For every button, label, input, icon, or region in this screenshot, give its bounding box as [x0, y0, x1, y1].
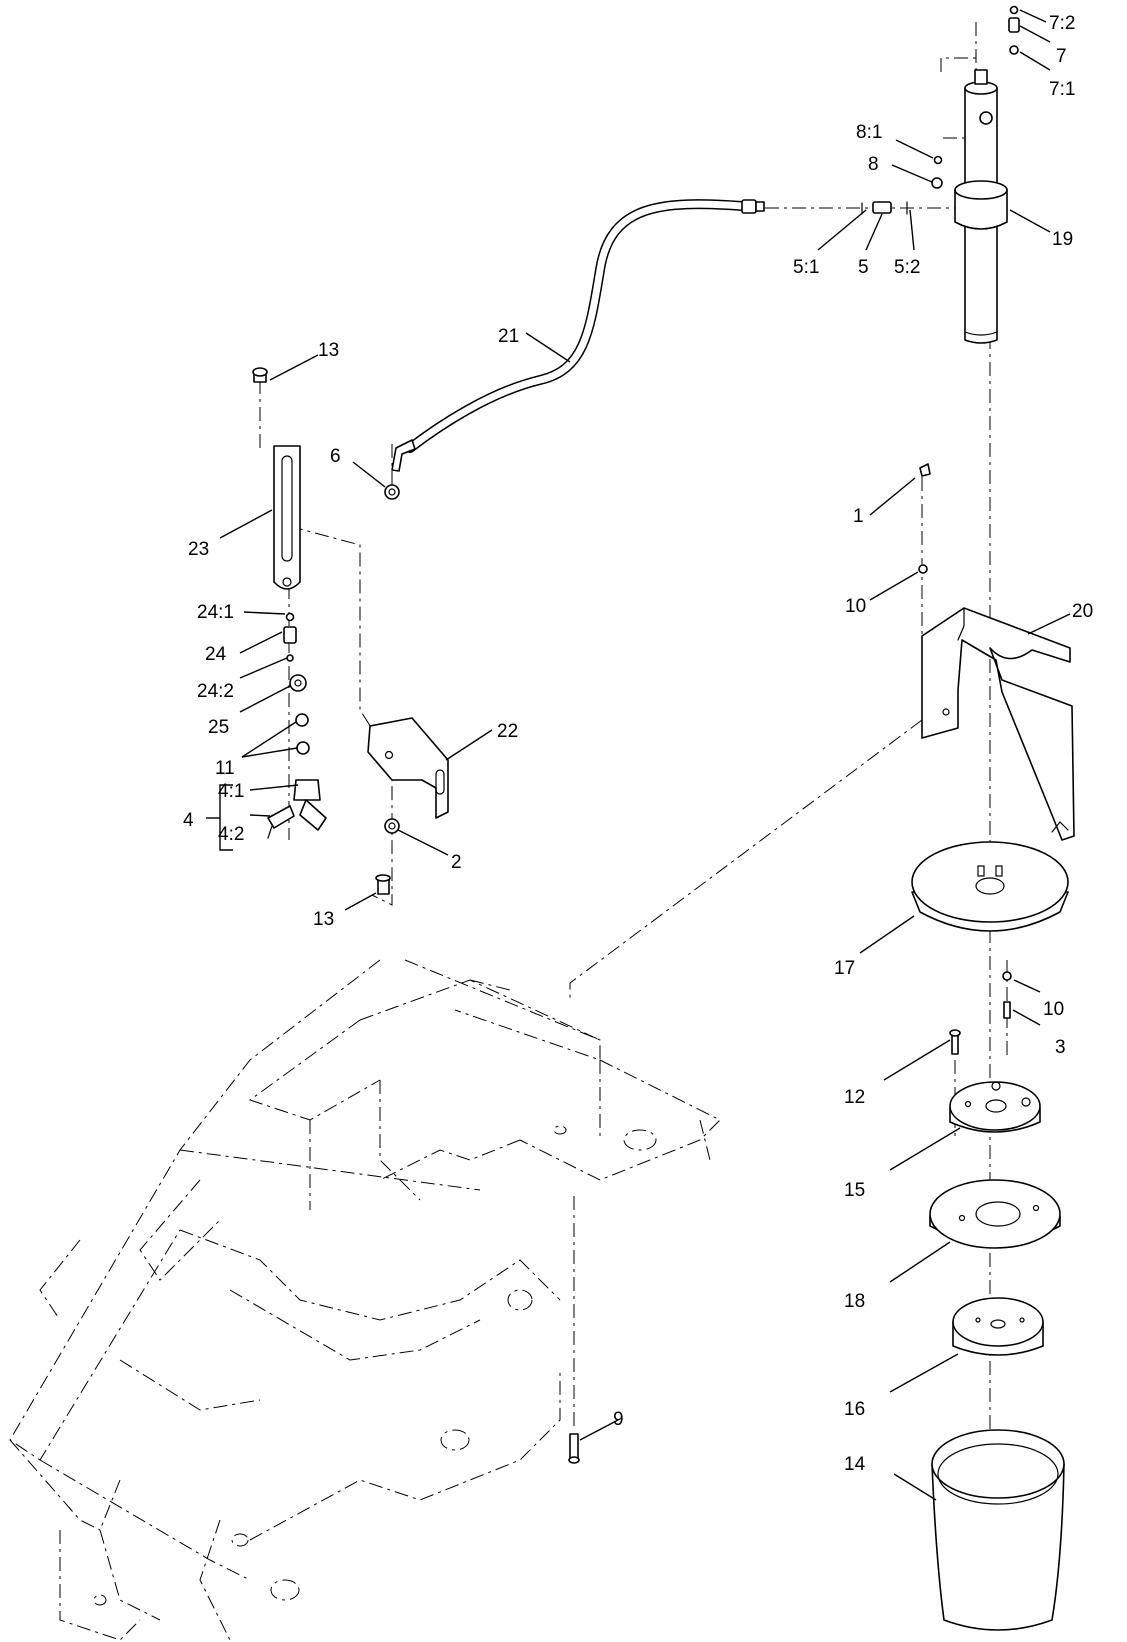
- callout-12: 12: [844, 1087, 865, 1108]
- bolt-9: [568, 1433, 580, 1464]
- pan-17: [911, 841, 1069, 932]
- assembly-centerlines: [259, 22, 1008, 1460]
- callout-25: 25: [208, 717, 229, 738]
- callout-5-1: 5:1: [793, 257, 819, 278]
- callout-8: 8: [868, 154, 879, 175]
- callout-21: 21: [498, 326, 519, 347]
- callout-20: 20: [1072, 601, 1093, 622]
- callout-13-top: 13: [318, 340, 339, 361]
- small-hardware-lower: [949, 971, 1012, 1055]
- shroud-20: [921, 607, 1075, 841]
- callout-16: 16: [844, 1399, 865, 1420]
- callout-10-top: 10: [845, 596, 866, 617]
- callout-labels: 7:2 7 7:1 8:1 8 19 5:1 5 5:2 21 13 6 23 …: [183, 13, 1093, 1475]
- callout-7: 7: [1056, 46, 1067, 67]
- fitting-8: [931, 155, 943, 189]
- callout-1: 1: [853, 506, 864, 527]
- leader-lines: [206, 9, 1071, 1501]
- callout-10-bottom: 10: [1043, 999, 1064, 1020]
- callout-17: 17: [834, 958, 855, 979]
- fitting-5: [861, 201, 908, 215]
- nozzle-stack: [267, 612, 327, 839]
- slotted-bracket-23: [273, 445, 301, 590]
- callout-4-1: 4:1: [218, 781, 244, 802]
- callout-19: 19: [1052, 229, 1073, 250]
- callout-24-1: 24:1: [197, 602, 234, 623]
- callout-4: 4: [183, 810, 194, 831]
- callout-15: 15: [844, 1180, 865, 1201]
- small-hardware-top: [252, 367, 400, 500]
- callout-24-2: 24:2: [197, 681, 234, 702]
- bracket-22: [367, 717, 449, 819]
- hydraulic-hose-21: [391, 199, 765, 472]
- callout-5: 5: [858, 257, 869, 278]
- callout-11: 11: [215, 758, 235, 779]
- column-19: [954, 69, 1008, 344]
- small-hardware-mid: [375, 818, 400, 895]
- callout-24: 24: [205, 644, 227, 665]
- block-16: [952, 1297, 1044, 1356]
- callout-18: 18: [844, 1291, 865, 1312]
- callout-9: 9: [613, 1409, 624, 1430]
- small-hardware-right: [918, 463, 931, 574]
- callout-13-bottom: 13: [313, 909, 334, 930]
- callout-3: 3: [1055, 1037, 1066, 1058]
- grease-fitting-7: [1008, 5, 1020, 55]
- main-frame-phantom: [9, 959, 721, 1641]
- callout-6: 6: [330, 446, 341, 467]
- callout-8-1: 8:1: [856, 122, 882, 143]
- disc-18: [929, 1179, 1061, 1249]
- callout-2: 2: [451, 852, 462, 873]
- callout-23: 23: [188, 539, 209, 560]
- callout-7-2: 7:2: [1049, 13, 1075, 34]
- cup-14: [931, 1429, 1065, 1631]
- callout-14: 14: [844, 1454, 866, 1475]
- plate-15: [949, 1081, 1041, 1133]
- callout-7-1: 7:1: [1049, 79, 1075, 100]
- callout-22: 22: [497, 721, 518, 742]
- callout-4-2: 4:2: [218, 824, 244, 845]
- callout-5-2: 5:2: [894, 257, 920, 278]
